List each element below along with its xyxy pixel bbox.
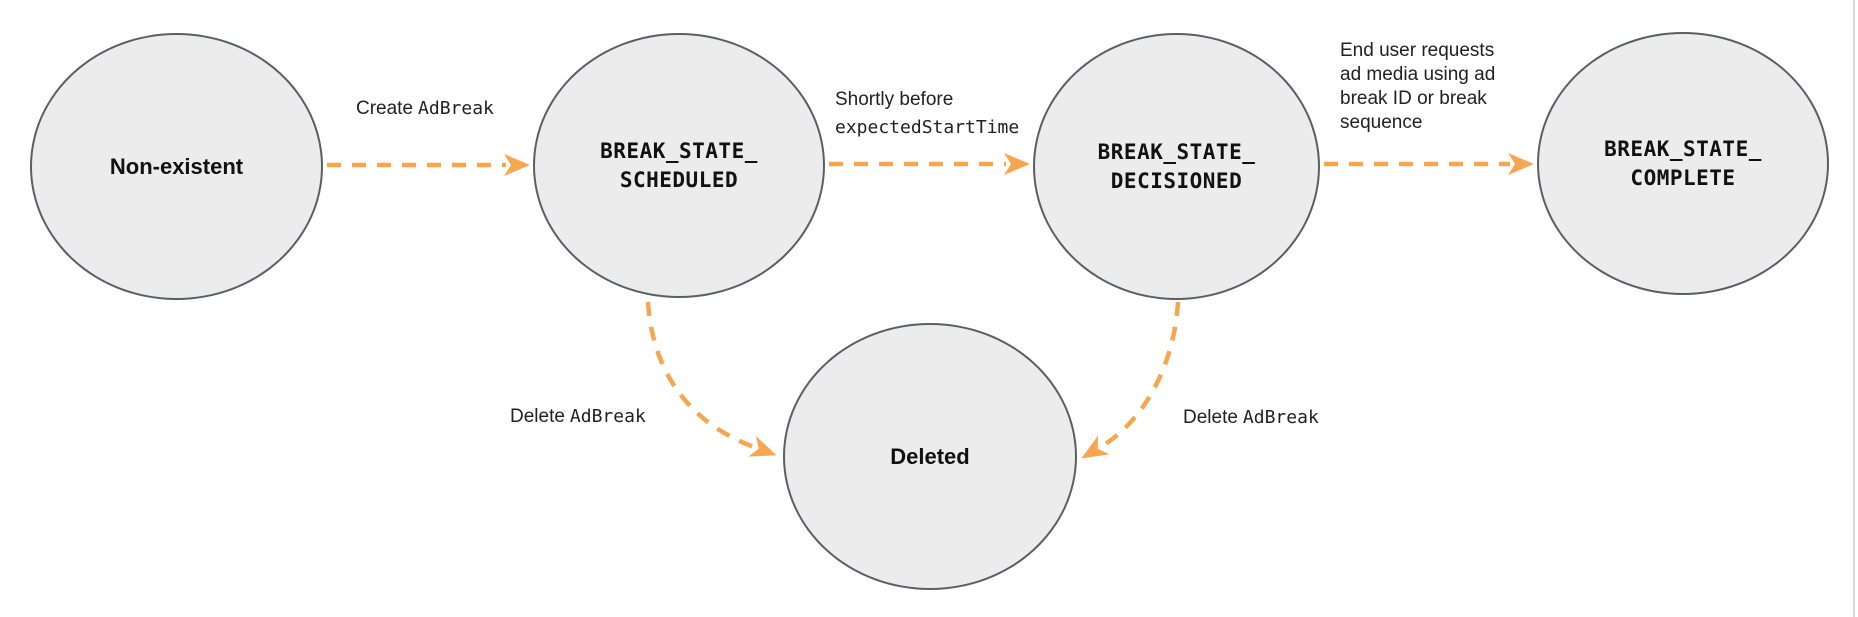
state-label-line: BREAK_STATE_ bbox=[600, 138, 758, 163]
edge-label-action-text: Delete bbox=[1183, 407, 1238, 428]
edge-label-line: break ID or break bbox=[1340, 88, 1487, 109]
state-deleted: Deleted bbox=[783, 323, 1077, 590]
edge-label-end-user-requests: End user requests ad media using ad brea… bbox=[1340, 39, 1530, 135]
state-deleted-label: Deleted bbox=[890, 444, 970, 469]
edge-label-line-code: expectedStartTime bbox=[835, 117, 1020, 138]
state-label-line: BREAK_STATE_ bbox=[1097, 139, 1256, 164]
edge-label-shortly-before: Shortly before expectedStartTime bbox=[835, 86, 1019, 142]
edge-label-line-sans: Shortly before bbox=[835, 89, 954, 110]
state-break-state-complete: BREAK_STATE_ COMPLETE bbox=[1537, 32, 1829, 295]
edge-label-action-text: Create bbox=[356, 98, 414, 119]
state-label-line: DECISIONED bbox=[1110, 168, 1243, 193]
state-label-line: COMPLETE bbox=[1630, 165, 1736, 190]
edge-label-code-text: AdBreak bbox=[569, 406, 646, 427]
edge-label-line: sequence bbox=[1340, 112, 1423, 133]
state-break-state-decisioned: BREAK_STATE_ DECISIONED bbox=[1033, 33, 1320, 300]
state-break-state-scheduled-label: BREAK_STATE_ SCHEDULED bbox=[600, 137, 758, 195]
state-non-existent: Non-existent bbox=[30, 33, 323, 300]
state-label-line: BREAK_STATE_ bbox=[1604, 136, 1762, 161]
state-break-state-decisioned-label: BREAK_STATE_ DECISIONED bbox=[1098, 138, 1256, 196]
arrow-delete-adbreak-left bbox=[645, 301, 777, 457]
state-label-line: SCHEDULED bbox=[619, 167, 739, 192]
state-break-state-complete-label: BREAK_STATE_ COMPLETE bbox=[1604, 135, 1762, 193]
edge-label-code-text: AdBreak bbox=[418, 98, 494, 119]
edge-label-code-text: AdBreak bbox=[1242, 407, 1319, 428]
edge-label-line: End user requests bbox=[1340, 40, 1495, 61]
state-non-existent-label: Non-existent bbox=[109, 154, 244, 179]
arrow-delete-adbreak-right bbox=[1081, 301, 1181, 459]
edge-label-action-text: Delete bbox=[510, 406, 565, 427]
state-break-state-scheduled: BREAK_STATE_ SCHEDULED bbox=[533, 33, 825, 298]
edge-label-line: ad media using ad bbox=[1340, 64, 1496, 85]
page-edge-divider bbox=[1853, 0, 1855, 617]
